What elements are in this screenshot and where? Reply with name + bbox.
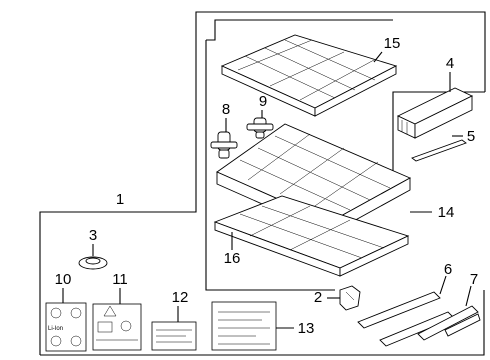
callout-9: 9 — [259, 93, 267, 110]
callout-16: 16 — [224, 250, 241, 267]
callout-15: 15 — [384, 35, 401, 52]
label-12-part — [151, 321, 197, 351]
callout-2: 2 — [314, 289, 322, 306]
clip-part — [339, 285, 361, 311]
callout-11: 11 — [112, 271, 128, 288]
label-11-part — [92, 303, 142, 351]
leader-lines — [62, 51, 472, 329]
callout-3: 3 — [89, 227, 97, 244]
callout-13: 13 — [298, 320, 315, 337]
connector-8-part — [210, 131, 238, 159]
callout-14: 14 — [438, 204, 455, 221]
li-ion-text: Li-Ion — [48, 326, 63, 332]
callout-8: 8 — [222, 101, 230, 118]
top-cover-part — [220, 34, 398, 117]
callout-4: 4 — [446, 55, 454, 72]
battery-frame — [205, 19, 393, 291]
bottom-tray-part — [213, 195, 410, 277]
grommet-part — [78, 256, 108, 270]
module-part — [396, 87, 474, 139]
bracket-6-part — [357, 291, 455, 347]
callout-7: 7 — [470, 271, 478, 288]
label-13-part — [211, 301, 277, 351]
connector-9-part — [246, 117, 274, 139]
bracket-7-part — [417, 305, 481, 341]
callout-6: 6 — [444, 261, 452, 278]
callout-5: 5 — [467, 128, 475, 145]
callout-10: 10 — [55, 271, 72, 288]
callout-12: 12 — [172, 289, 189, 306]
bar-part — [411, 139, 467, 162]
label-10-part: Li-Ion — [45, 302, 87, 352]
callout-1: 1 — [116, 191, 124, 208]
